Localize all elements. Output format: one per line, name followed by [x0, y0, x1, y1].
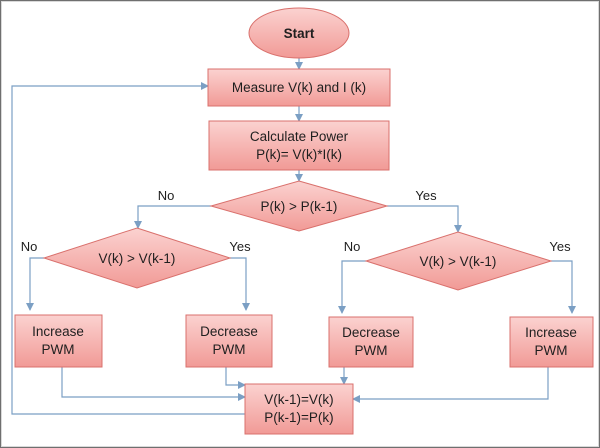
- edge-labels: No Yes No Yes No Yes: [21, 188, 571, 254]
- left-voltage-check-node: V(k) > V(k-1): [42, 227, 232, 289]
- left-decrease-line1: Decrease: [200, 324, 258, 339]
- label-right-yes: Yes: [549, 239, 571, 254]
- calculate-box: [208, 120, 390, 171]
- label-right-no: No: [344, 239, 361, 254]
- edge-loop-back-to-measure: [11, 82, 245, 415]
- right-decrease-node: Decrease PWM: [328, 316, 414, 368]
- power-check-label: P(k) > P(k-1): [261, 199, 338, 214]
- edge-right-yes: [551, 260, 576, 314]
- right-decrease-box: [328, 316, 414, 368]
- edge-power-no: [134, 205, 211, 229]
- start-node: Start: [248, 7, 350, 59]
- label-left-yes: Yes: [229, 239, 251, 254]
- measure-label: Measure V(k) and I (k): [232, 80, 366, 95]
- edge-left-yes: [230, 257, 250, 311]
- right-voltage-check-node: V(k) > V(k-1): [364, 231, 553, 291]
- right-increase-line1: Increase: [525, 325, 577, 340]
- measure-box: [207, 68, 391, 107]
- right-increase-node: Increase PWM: [509, 316, 594, 368]
- edge-right-no: [338, 260, 366, 314]
- calculate-label-line1: Calculate Power: [250, 129, 349, 144]
- left-voltage-diamond: [42, 227, 232, 289]
- connectors: [11, 58, 576, 415]
- calculate-node: Calculate Power P(k)= V(k)*I(k): [208, 120, 390, 171]
- edge-right-increase-to-update: [352, 367, 549, 403]
- edge-left-increase-to-update: [61, 367, 246, 401]
- right-voltage-diamond: [364, 231, 553, 291]
- left-increase-line2: PWM: [42, 342, 75, 357]
- label-power-no: No: [158, 188, 175, 203]
- right-increase-box: [509, 316, 594, 368]
- left-increase-node: Increase PWM: [14, 314, 103, 368]
- label-left-no: No: [21, 239, 38, 254]
- right-decrease-line2: PWM: [355, 343, 388, 358]
- update-line2: P(k-1)=P(k): [264, 410, 333, 425]
- label-power-yes: Yes: [415, 188, 437, 203]
- power-check-node: P(k) > P(k-1): [209, 180, 389, 232]
- edge-power-yes: [387, 205, 462, 233]
- left-decrease-box: [185, 314, 273, 368]
- start-ellipse: [248, 7, 350, 59]
- measure-node: Measure V(k) and I (k): [207, 68, 391, 107]
- update-box: [244, 383, 354, 435]
- start-label: Start: [284, 26, 315, 41]
- left-decrease-node: Decrease PWM: [185, 314, 273, 368]
- update-line1: V(k-1)=V(k): [264, 392, 333, 407]
- calculate-label-line2: P(k)= V(k)*I(k): [256, 147, 342, 162]
- edge-left-no: [26, 257, 44, 311]
- update-node: V(k-1)=V(k) P(k-1)=P(k): [244, 383, 354, 435]
- left-increase-line1: Increase: [32, 324, 84, 339]
- right-voltage-label: V(k) > V(k-1): [420, 254, 497, 269]
- right-decrease-line1: Decrease: [342, 325, 400, 340]
- power-check-diamond: [209, 180, 389, 232]
- left-increase-box: [14, 314, 103, 368]
- right-increase-line2: PWM: [535, 343, 568, 358]
- left-voltage-label: V(k) > V(k-1): [99, 251, 176, 266]
- left-decrease-line2: PWM: [213, 342, 246, 357]
- edge-left-decrease-to-update: [225, 367, 246, 389]
